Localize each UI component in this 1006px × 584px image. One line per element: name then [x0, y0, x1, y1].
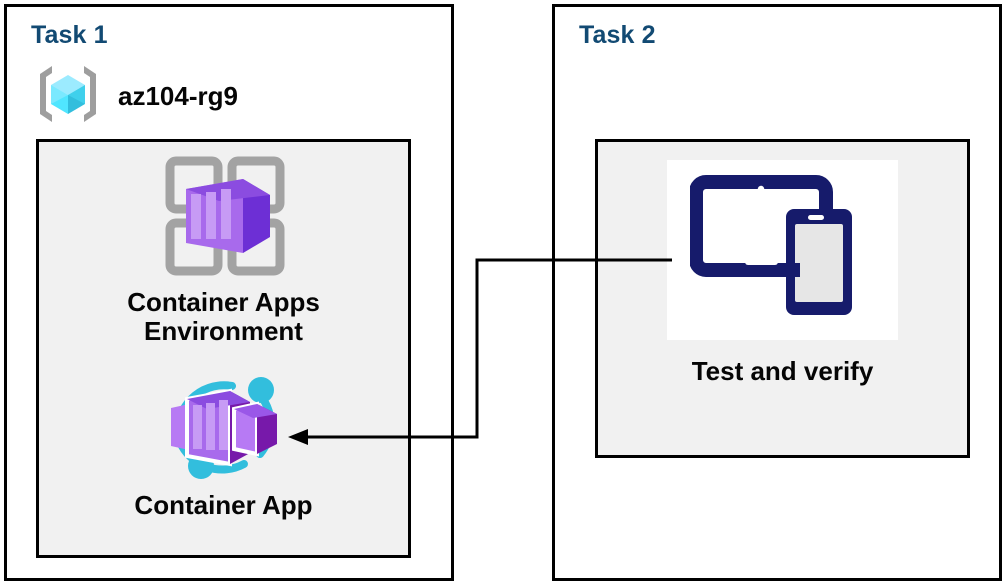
- container-apps-environment-caption: Container Apps Environment: [127, 287, 320, 347]
- resource-group-icon: [32, 58, 104, 135]
- devices-tablet-phone-icon: [688, 174, 876, 327]
- task-1-heading: Task 1: [31, 21, 108, 49]
- container-apps-environment-icon: [149, 155, 299, 282]
- resource-group-row: az104-rg9: [32, 58, 238, 135]
- container-app-caption: Container App: [134, 490, 313, 520]
- container-app-icon: [144, 368, 304, 489]
- resource-group-label: az104-rg9: [118, 81, 238, 111]
- node-container-apps-environment: Container Apps Environment: [36, 155, 411, 346]
- task-2-heading: Task 2: [579, 21, 656, 49]
- test-and-verify-caption: Test and verify: [691, 356, 874, 386]
- node-container-app: Container App: [36, 368, 411, 520]
- devices-icon-backdrop: [667, 160, 898, 340]
- node-test-and-verify: Test and verify: [595, 160, 970, 386]
